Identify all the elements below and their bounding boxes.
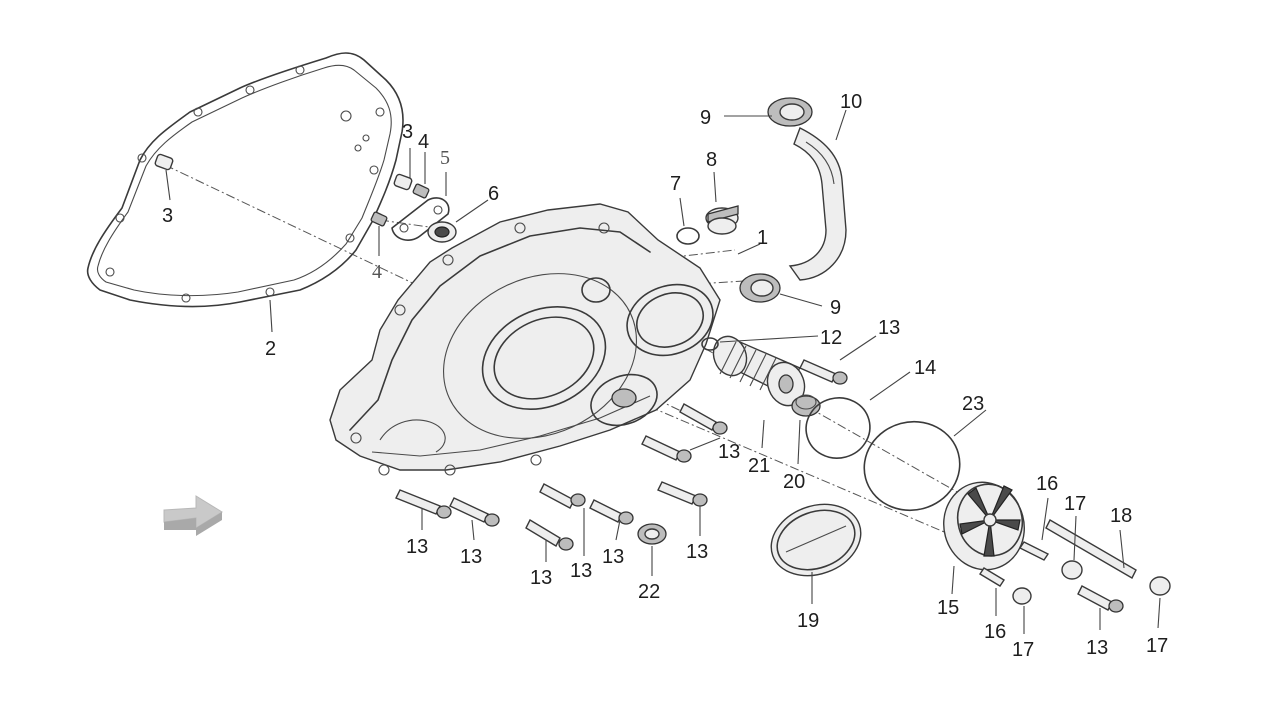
front-direction-arrow-icon xyxy=(163,495,223,536)
callout-16-top: 16 xyxy=(1036,473,1058,495)
callout-22: 22 xyxy=(638,581,660,603)
gasket-part-2 xyxy=(86,52,404,308)
plate-part-5 xyxy=(391,197,450,241)
oil-seal-part-6 xyxy=(427,221,457,243)
callout-17-top: 17 xyxy=(1064,493,1086,515)
callout-6: 6 xyxy=(488,183,499,205)
callout-21: 21 xyxy=(748,455,770,477)
washer-part-22 xyxy=(637,523,667,545)
callout-7: 7 xyxy=(670,173,681,195)
callout-2: 2 xyxy=(265,338,276,360)
callout-18: 18 xyxy=(1110,505,1132,527)
filter-cover-part-15 xyxy=(943,481,1025,571)
callout-20: 20 xyxy=(783,471,805,493)
nut-part-17-group xyxy=(1012,560,1171,605)
bolt-part-4 xyxy=(370,183,430,227)
crankcase-cover-part-1 xyxy=(329,203,721,476)
callout-16-bottom: 16 xyxy=(984,621,1006,643)
callout-13-bolt-5: 13 xyxy=(530,567,552,589)
callout-19: 19 xyxy=(797,610,819,632)
callout-4-bottom: 4 xyxy=(372,261,382,283)
callout-9-top: 9 xyxy=(700,107,711,129)
stud-part-16-group xyxy=(979,541,1050,587)
callout-15: 15 xyxy=(937,597,959,619)
callout-13-bolt-9: 13 xyxy=(1086,637,1108,659)
leader-lines xyxy=(165,109,1161,634)
callout-14: 14 xyxy=(914,357,936,379)
callout-5: 5 xyxy=(440,147,450,169)
callout-13-bolt-8: 13 xyxy=(686,541,708,563)
callout-9-bottom: 9 xyxy=(830,297,841,319)
filler-cap-part-8 xyxy=(705,205,739,235)
callout-17-bottom-left: 17 xyxy=(1012,639,1034,661)
bolt-part-13-group xyxy=(395,359,1124,613)
callout-13-bolt-2: 13 xyxy=(718,441,740,463)
hose-clamp-part-9-lower xyxy=(739,273,781,303)
callout-8: 8 xyxy=(706,149,717,171)
callout-13-bolt-1: 13 xyxy=(878,317,900,339)
callout-12: 12 xyxy=(820,327,842,349)
badge-cover-part-19 xyxy=(770,503,862,577)
spring-part-20 xyxy=(791,394,821,417)
callout-labels: 1 2 3 3 4 4 5 6 7 8 9 9 10 12 13 13 13 1… xyxy=(162,91,1168,661)
o-ring-part-12 xyxy=(701,337,719,351)
callout-23: 23 xyxy=(962,393,984,415)
callout-3-left: 3 xyxy=(162,205,173,227)
hose-clamp-part-9-upper xyxy=(767,97,813,127)
hose-part-10 xyxy=(788,127,847,281)
callout-3-right: 3 xyxy=(402,121,413,143)
oil-filter-part-21 xyxy=(712,335,806,407)
callout-13-bolt-6: 13 xyxy=(570,560,592,582)
o-ring-part-7 xyxy=(676,227,700,245)
callout-1: 1 xyxy=(757,227,768,249)
callout-13-bolt-4: 13 xyxy=(460,546,482,568)
long-bolt-part-18 xyxy=(1045,519,1137,579)
o-ring-part-14 xyxy=(805,397,871,459)
callout-10: 10 xyxy=(840,91,862,113)
callout-4-top: 4 xyxy=(418,131,429,153)
callout-13-bolt-7: 13 xyxy=(602,546,624,568)
gasket-part-23 xyxy=(863,420,961,512)
callout-17-bottom-right: 17 xyxy=(1146,635,1168,657)
callout-13-bolt-3: 13 xyxy=(406,536,428,558)
dowel-pin-part-3 xyxy=(154,153,413,191)
